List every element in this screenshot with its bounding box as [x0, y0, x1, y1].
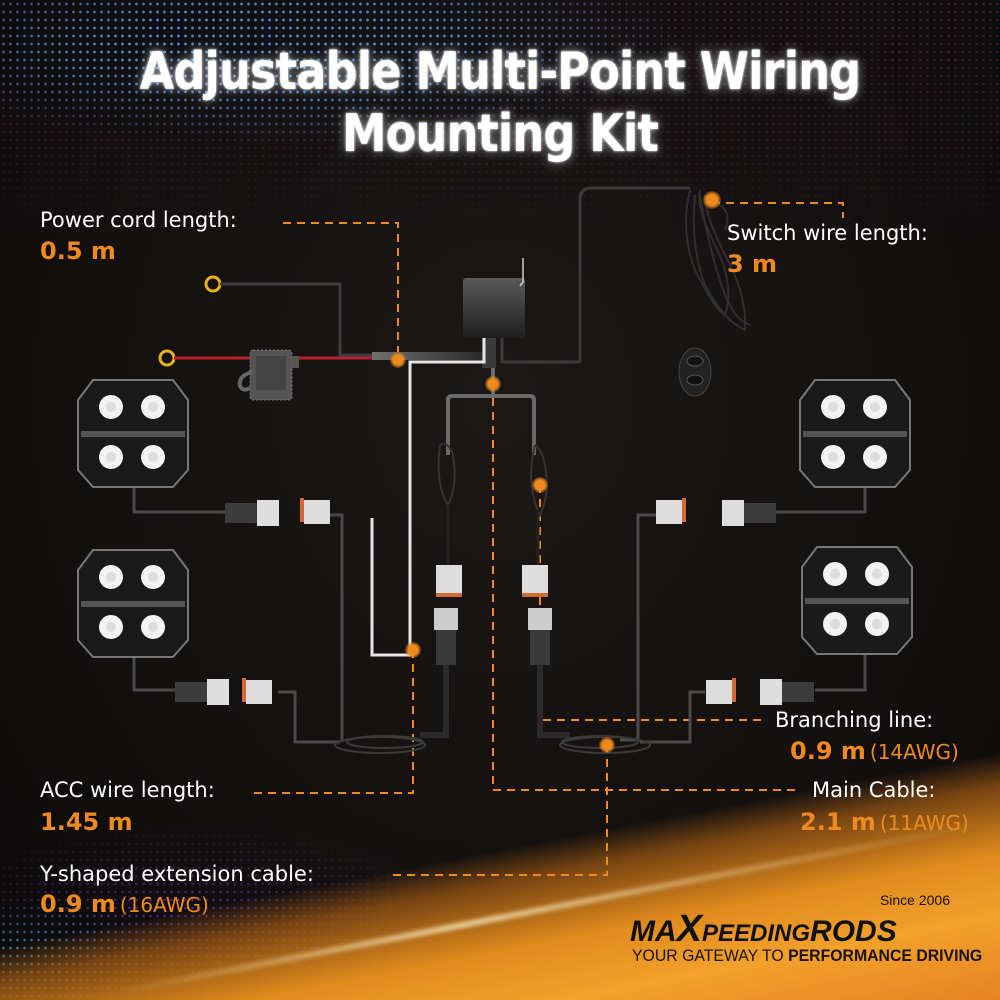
brand-name-x: X [676, 908, 703, 950]
main-cable-value: 2.1 m(11AWG) [800, 808, 969, 836]
power-cord-label: Power cord length: [40, 208, 237, 232]
branching-line-gauge: (14AWG) [869, 740, 959, 764]
y-extension-label: Y-shaped extension cable: [40, 862, 314, 886]
brand-name-mid: PEEDING [702, 920, 811, 947]
switch-wire-value: 3 m [727, 250, 778, 278]
power-cord-value: 0.5 m [40, 237, 116, 265]
bottom-coils [334, 735, 651, 754]
switch-remote [678, 347, 712, 397]
switch-wire-label: Switch wire length: [727, 221, 928, 245]
brand-tagline-bold: PERFORMANCE DRIVING [788, 946, 983, 965]
brand-name-suffix: RODS [810, 915, 897, 948]
y-extension-value: 0.9 m(16AWG) [40, 890, 209, 918]
acc-wire-value: 1.45 m [40, 808, 133, 836]
lamp-top-right [795, 375, 915, 495]
brand-tagline-light: YOUR GATEWAY TO [632, 946, 789, 965]
relay-box [463, 258, 525, 368]
fuse-holder [237, 349, 299, 401]
acc-wire-label: ACC wire length: [40, 778, 215, 802]
lamp-top-left [73, 375, 193, 495]
brand-logo: Since 2006 MAXPEEDINGRODS YOUR GATEWAY T… [630, 890, 982, 970]
main-cable-label: Main Cable: [812, 778, 936, 802]
page-title-line-2: Mounting Kit [341, 104, 659, 164]
leader-lines [250, 202, 844, 876]
ring-terminal-yellow [204, 275, 222, 293]
main-cable-gauge: (11AWG) [879, 811, 969, 835]
main-cable-length: 2.1 m [800, 808, 876, 836]
lamp-bottom-left [73, 545, 193, 665]
brand-name-prefix: MA [630, 915, 677, 948]
lamp-bottom-right [797, 542, 917, 662]
brand-name: MAXPEEDINGRODS [630, 908, 897, 951]
brand-since: Since 2006 [879, 892, 950, 908]
branching-line-value: 0.9 m(14AWG) [790, 737, 959, 765]
page-title-line-1: Adjustable Multi-Point Wiring [139, 42, 862, 102]
branching-line-length: 0.9 m [790, 737, 866, 765]
ring-terminal-red [158, 349, 176, 367]
lamp-connectors [175, 498, 814, 705]
brand-tagline: YOUR GATEWAY TO PERFORMANCE DRIVING [632, 946, 982, 966]
y-extension-length: 0.9 m [40, 890, 116, 918]
branching-line-label: Branching line: [775, 708, 934, 732]
y-extension-gauge: (16AWG) [119, 893, 209, 917]
y-connectors [420, 505, 570, 738]
marker-dots [390, 191, 721, 753]
